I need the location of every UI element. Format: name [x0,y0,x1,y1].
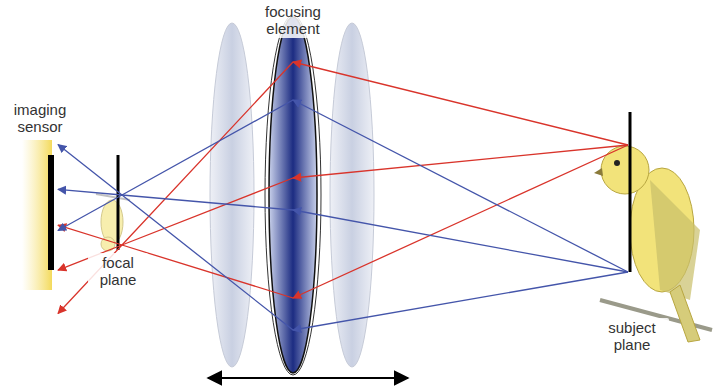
pale-lens [210,23,254,367]
plane-label: focal plane [88,253,148,289]
subject-plane-line [629,112,632,272]
light-ray [58,189,293,210]
sensor-glow [22,140,52,290]
light-ray [293,210,628,272]
plane-label: subject plane [595,318,669,354]
movement-arrow [208,377,408,379]
light-ray [293,145,628,178]
sensor-label: imaging sensor [3,100,77,136]
light-ray [293,272,628,330]
focusing-lens-rim [265,15,321,375]
light-ray [58,100,293,231]
light-ray [293,100,628,272]
light-ray [58,225,293,298]
light-ray [58,144,293,330]
light-ray [293,145,628,298]
focal-plane-line [117,155,120,250]
lens-label: focusing element [251,2,335,38]
focusing-lens [269,17,317,373]
imaging-sensor [48,155,54,270]
pale-lens [330,23,374,367]
bird-illustration [594,146,712,342]
light-ray [58,62,293,313]
light-ray [293,62,628,145]
